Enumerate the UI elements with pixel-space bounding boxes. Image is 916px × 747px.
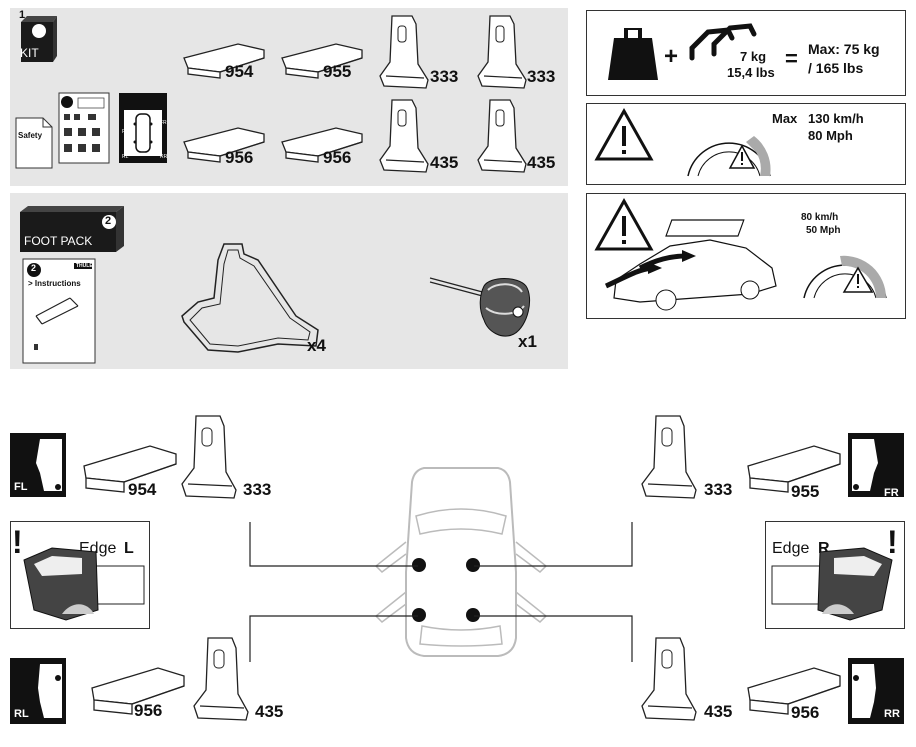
foot-pack-booklet-step: 2: [31, 263, 37, 273]
wind-speedometer-icon: [803, 255, 887, 299]
edge-right-prefix: Edge: [772, 540, 810, 557]
foot-pack-instructions-icon: [22, 258, 96, 364]
pad-956-b-icon: [281, 127, 363, 163]
edge-right-warning: !: [887, 524, 898, 560]
fl-position-icon: [10, 433, 66, 497]
rl-position-icon: [10, 658, 66, 724]
kit-part-333-a: 333: [430, 67, 459, 86]
edge-left-foot-icon: [23, 547, 145, 621]
speed-mph: 80 Mph: [808, 128, 853, 143]
tool-quantity: x1: [518, 332, 537, 351]
rr-pad-icon: [747, 667, 841, 715]
car-with-load-icon: [604, 219, 777, 311]
mini-fl: FL: [122, 129, 128, 135]
foot-435-a-icon: [379, 99, 429, 173]
instruction-sheet-1-icon: [58, 92, 110, 164]
rr-foot-icon: [641, 637, 697, 721]
rack-weight-lbs: 15,4 lbs: [727, 65, 775, 80]
foot-pack-step-number: 2: [105, 215, 112, 227]
fr-pad-number: 955: [791, 482, 820, 501]
fr-foot-number: 333: [704, 480, 733, 499]
rr-position-icon: [848, 658, 904, 724]
fr-tag: FR: [884, 487, 899, 499]
foot-pack-booklet-label: > Instructions: [28, 279, 81, 288]
fl-pad-number: 954: [128, 480, 157, 499]
pad-956-a-icon: [183, 127, 265, 163]
warning-triangle-2-icon: [594, 197, 654, 251]
fr-foot-icon: [641, 415, 697, 499]
speedometer-icon: [687, 136, 771, 177]
kit-part-955: 955: [323, 62, 352, 81]
rl-foot-number: 435: [255, 702, 284, 721]
speed-kmh: 130 km/h: [808, 111, 864, 126]
speed-max-label: Max: [772, 111, 798, 126]
weight-icon: [608, 28, 658, 80]
roof-bars-icon: [689, 23, 757, 61]
kit-box-icon: [21, 16, 57, 62]
kit-part-956-b: 956: [323, 148, 352, 167]
rr-foot-number: 435: [704, 702, 733, 721]
warning-triangle-icon: [594, 107, 654, 161]
rr-tag: RR: [884, 708, 900, 720]
fl-foot-number: 333: [243, 480, 272, 499]
gasket-quantity: x4: [307, 336, 326, 355]
plus-sign: +: [664, 43, 679, 70]
kit-step-number: 1: [19, 9, 26, 21]
rr-pad-number: 956: [791, 703, 820, 722]
safety-document-icon: [15, 117, 53, 169]
pad-954-icon: [183, 43, 265, 79]
speed-limit-box: [586, 103, 906, 185]
edge-right-side: R: [818, 540, 830, 557]
kit-part-956-a: 956: [225, 148, 254, 167]
foot-333-b-icon: [477, 15, 527, 89]
pad-955-icon: [281, 43, 363, 79]
kit-part-435-b: 435: [527, 153, 556, 172]
mini-fr: FR: [160, 120, 167, 126]
fr-position-icon: [848, 433, 904, 497]
torque-key-icon: [429, 277, 530, 337]
max-load-lbs: / 165 lbs: [808, 60, 864, 76]
fl-foot-icon: [181, 415, 237, 499]
fr-pad-icon: [747, 445, 841, 493]
rl-pad-icon: [91, 667, 185, 715]
foot-pack-booklet-brand: THULE: [76, 263, 93, 269]
foot-435-b-icon: [477, 99, 527, 173]
kit-title: KIT: [20, 46, 39, 60]
mini-rr: RR: [160, 154, 168, 160]
kit-part-333-b: 333: [527, 67, 556, 86]
rl-foot-icon: [193, 637, 249, 721]
wind-kmh: 80 km/h: [801, 212, 839, 223]
wind-mph: 50 Mph: [806, 225, 841, 236]
mini-rl: RL: [122, 154, 129, 160]
rl-tag: RL: [14, 708, 29, 720]
equals-sign: =: [785, 46, 798, 71]
edge-right-foot-icon: [771, 547, 893, 621]
instruction-sheet-2-icon: [119, 93, 167, 163]
kit-part-435-a: 435: [430, 153, 459, 172]
fl-tag: FL: [14, 481, 28, 493]
max-load-kg: Max: 75 kg: [808, 41, 880, 57]
safety-label: Safety: [18, 131, 43, 140]
edge-left-warning: !: [12, 524, 23, 560]
kit-part-954: 954: [225, 62, 254, 81]
rubber-gasket-icon: [181, 243, 319, 353]
foot-pack-box-icon: [20, 206, 124, 252]
rack-weight-kg: 7 kg: [740, 49, 767, 64]
foot-pack-title: FOOT PACK: [24, 234, 93, 248]
fl-pad-icon: [83, 445, 177, 493]
car-top-view-icon: [374, 467, 548, 657]
foot-333-a-icon: [379, 15, 429, 89]
rl-pad-number: 956: [134, 701, 163, 720]
edge-left-side: L: [124, 540, 134, 557]
